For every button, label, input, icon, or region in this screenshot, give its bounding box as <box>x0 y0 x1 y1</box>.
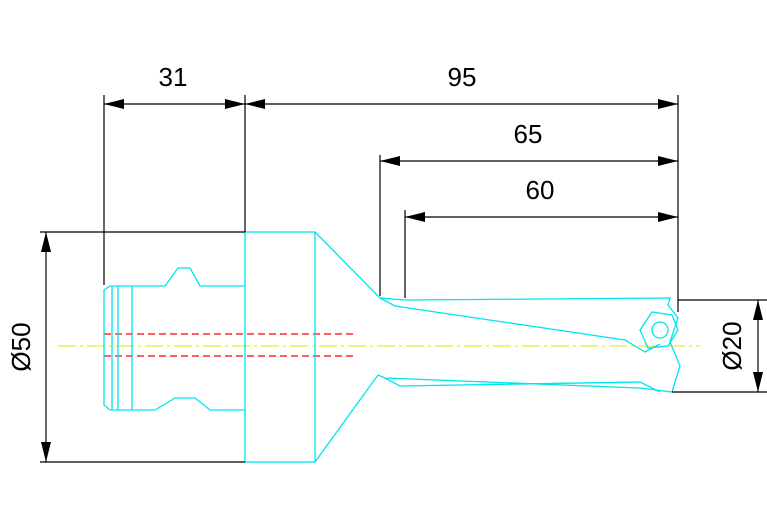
dimension-95: 95 <box>245 62 678 109</box>
taper-outline <box>314 231 681 463</box>
dimension-d20: Ø20 <box>717 300 763 392</box>
dimension-60-label: 60 <box>526 175 555 205</box>
tool-outline <box>103 231 681 463</box>
insert-outline <box>639 311 679 349</box>
dimension-d50: Ø50 <box>6 232 51 462</box>
insert-screw-hole <box>651 321 669 339</box>
dimension-60: 60 <box>405 175 678 222</box>
body-collar <box>244 231 316 463</box>
dimension-d20-label: Ø20 <box>717 321 747 370</box>
dimension-31: 31 <box>104 62 245 109</box>
extension-lines <box>40 95 767 463</box>
shank-outline <box>103 267 245 411</box>
flute-edge-lower <box>384 377 661 393</box>
dimension-95-label: 95 <box>448 62 477 92</box>
dimension-65-label: 65 <box>514 119 543 149</box>
dimension-31-label: 31 <box>159 62 188 92</box>
dimension-d50-label: Ø50 <box>6 322 36 371</box>
flute-edge-upper <box>379 297 661 353</box>
dimension-65: 65 <box>380 119 678 166</box>
